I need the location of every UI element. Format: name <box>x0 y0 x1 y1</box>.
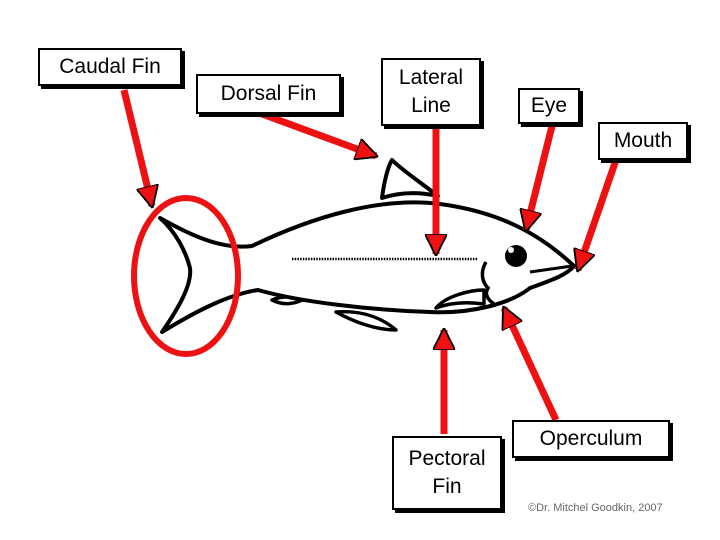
mouth-label: Mouth <box>598 122 688 160</box>
pectoral-fin-shape <box>434 288 486 310</box>
caudal-fin-label: Caudal Fin <box>38 48 182 86</box>
pectoral-fin-label: Pectoral Fin <box>392 436 502 510</box>
eye-arrow <box>526 125 556 230</box>
lateral-line-label: Lateral Line <box>381 58 481 126</box>
caudal-fin-highlight-ring <box>131 195 241 357</box>
operculum-arrow <box>500 308 560 422</box>
pointer-arrows <box>120 89 620 434</box>
ventral-fin-shape <box>334 309 398 332</box>
eye-label: Eye <box>518 88 580 124</box>
copyright-text: ©Dr. Mitchel Goodkin, 2007 <box>528 502 663 514</box>
mouth-line <box>529 264 573 274</box>
dorsal-fin-arrow <box>260 110 376 156</box>
gill-line <box>480 261 496 306</box>
dorsal-fin-shape <box>380 158 440 200</box>
operculum-label: Operculum <box>512 420 670 458</box>
dorsal-fin-label: Dorsal Fin <box>196 74 341 114</box>
eye-highlight <box>508 247 514 253</box>
mouth-arrow <box>578 158 620 270</box>
eye-shape <box>505 245 527 267</box>
caudal-fin-arrow <box>120 89 152 206</box>
